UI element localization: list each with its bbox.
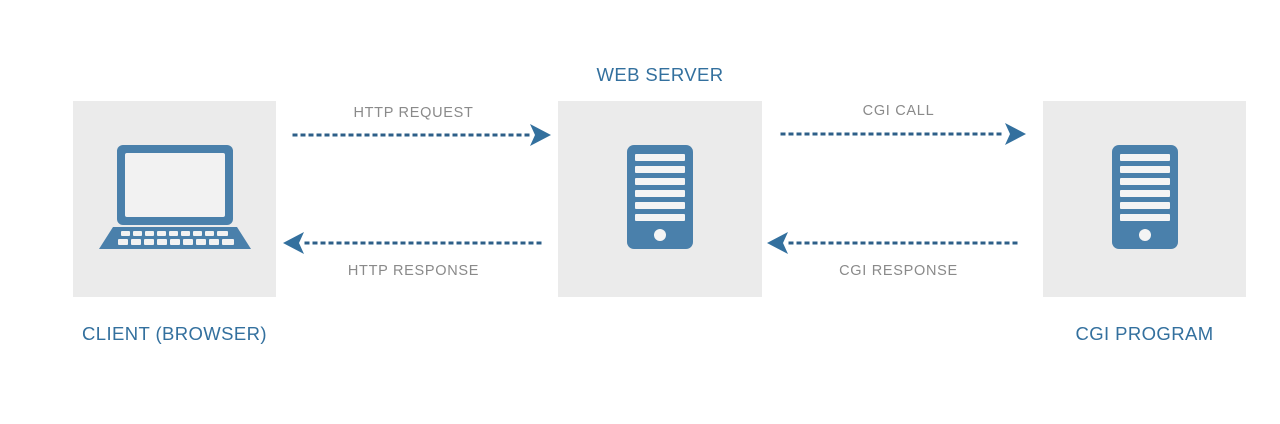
flow-arrow-http-request [292, 124, 551, 146]
flow-arrow-cgi-call [780, 123, 1026, 145]
flow-arrow-cgi-response [767, 232, 1019, 254]
node-web-server [558, 101, 762, 297]
node-client [73, 101, 276, 297]
server-tower-icon [1111, 144, 1178, 254]
node-caption-server: WEB SERVER [596, 64, 724, 85]
flow-label-http-request: HTTP REQUEST [353, 105, 474, 121]
server-tower-icon [627, 144, 693, 254]
flow-arrow-http-response [283, 232, 542, 254]
flow-label-http-response: HTTP RESPONSE [347, 263, 480, 279]
flow-label-cgi-call: CGI CALL [862, 103, 935, 119]
node-caption-client: CLIENT (BROWSER) [82, 323, 267, 344]
node-cgi-program [1043, 101, 1246, 297]
laptop-icon [98, 143, 251, 256]
flow-label-cgi-response: CGI RESPONSE [839, 263, 958, 279]
node-caption-cgi: CGI PROGRAM [1075, 323, 1214, 344]
